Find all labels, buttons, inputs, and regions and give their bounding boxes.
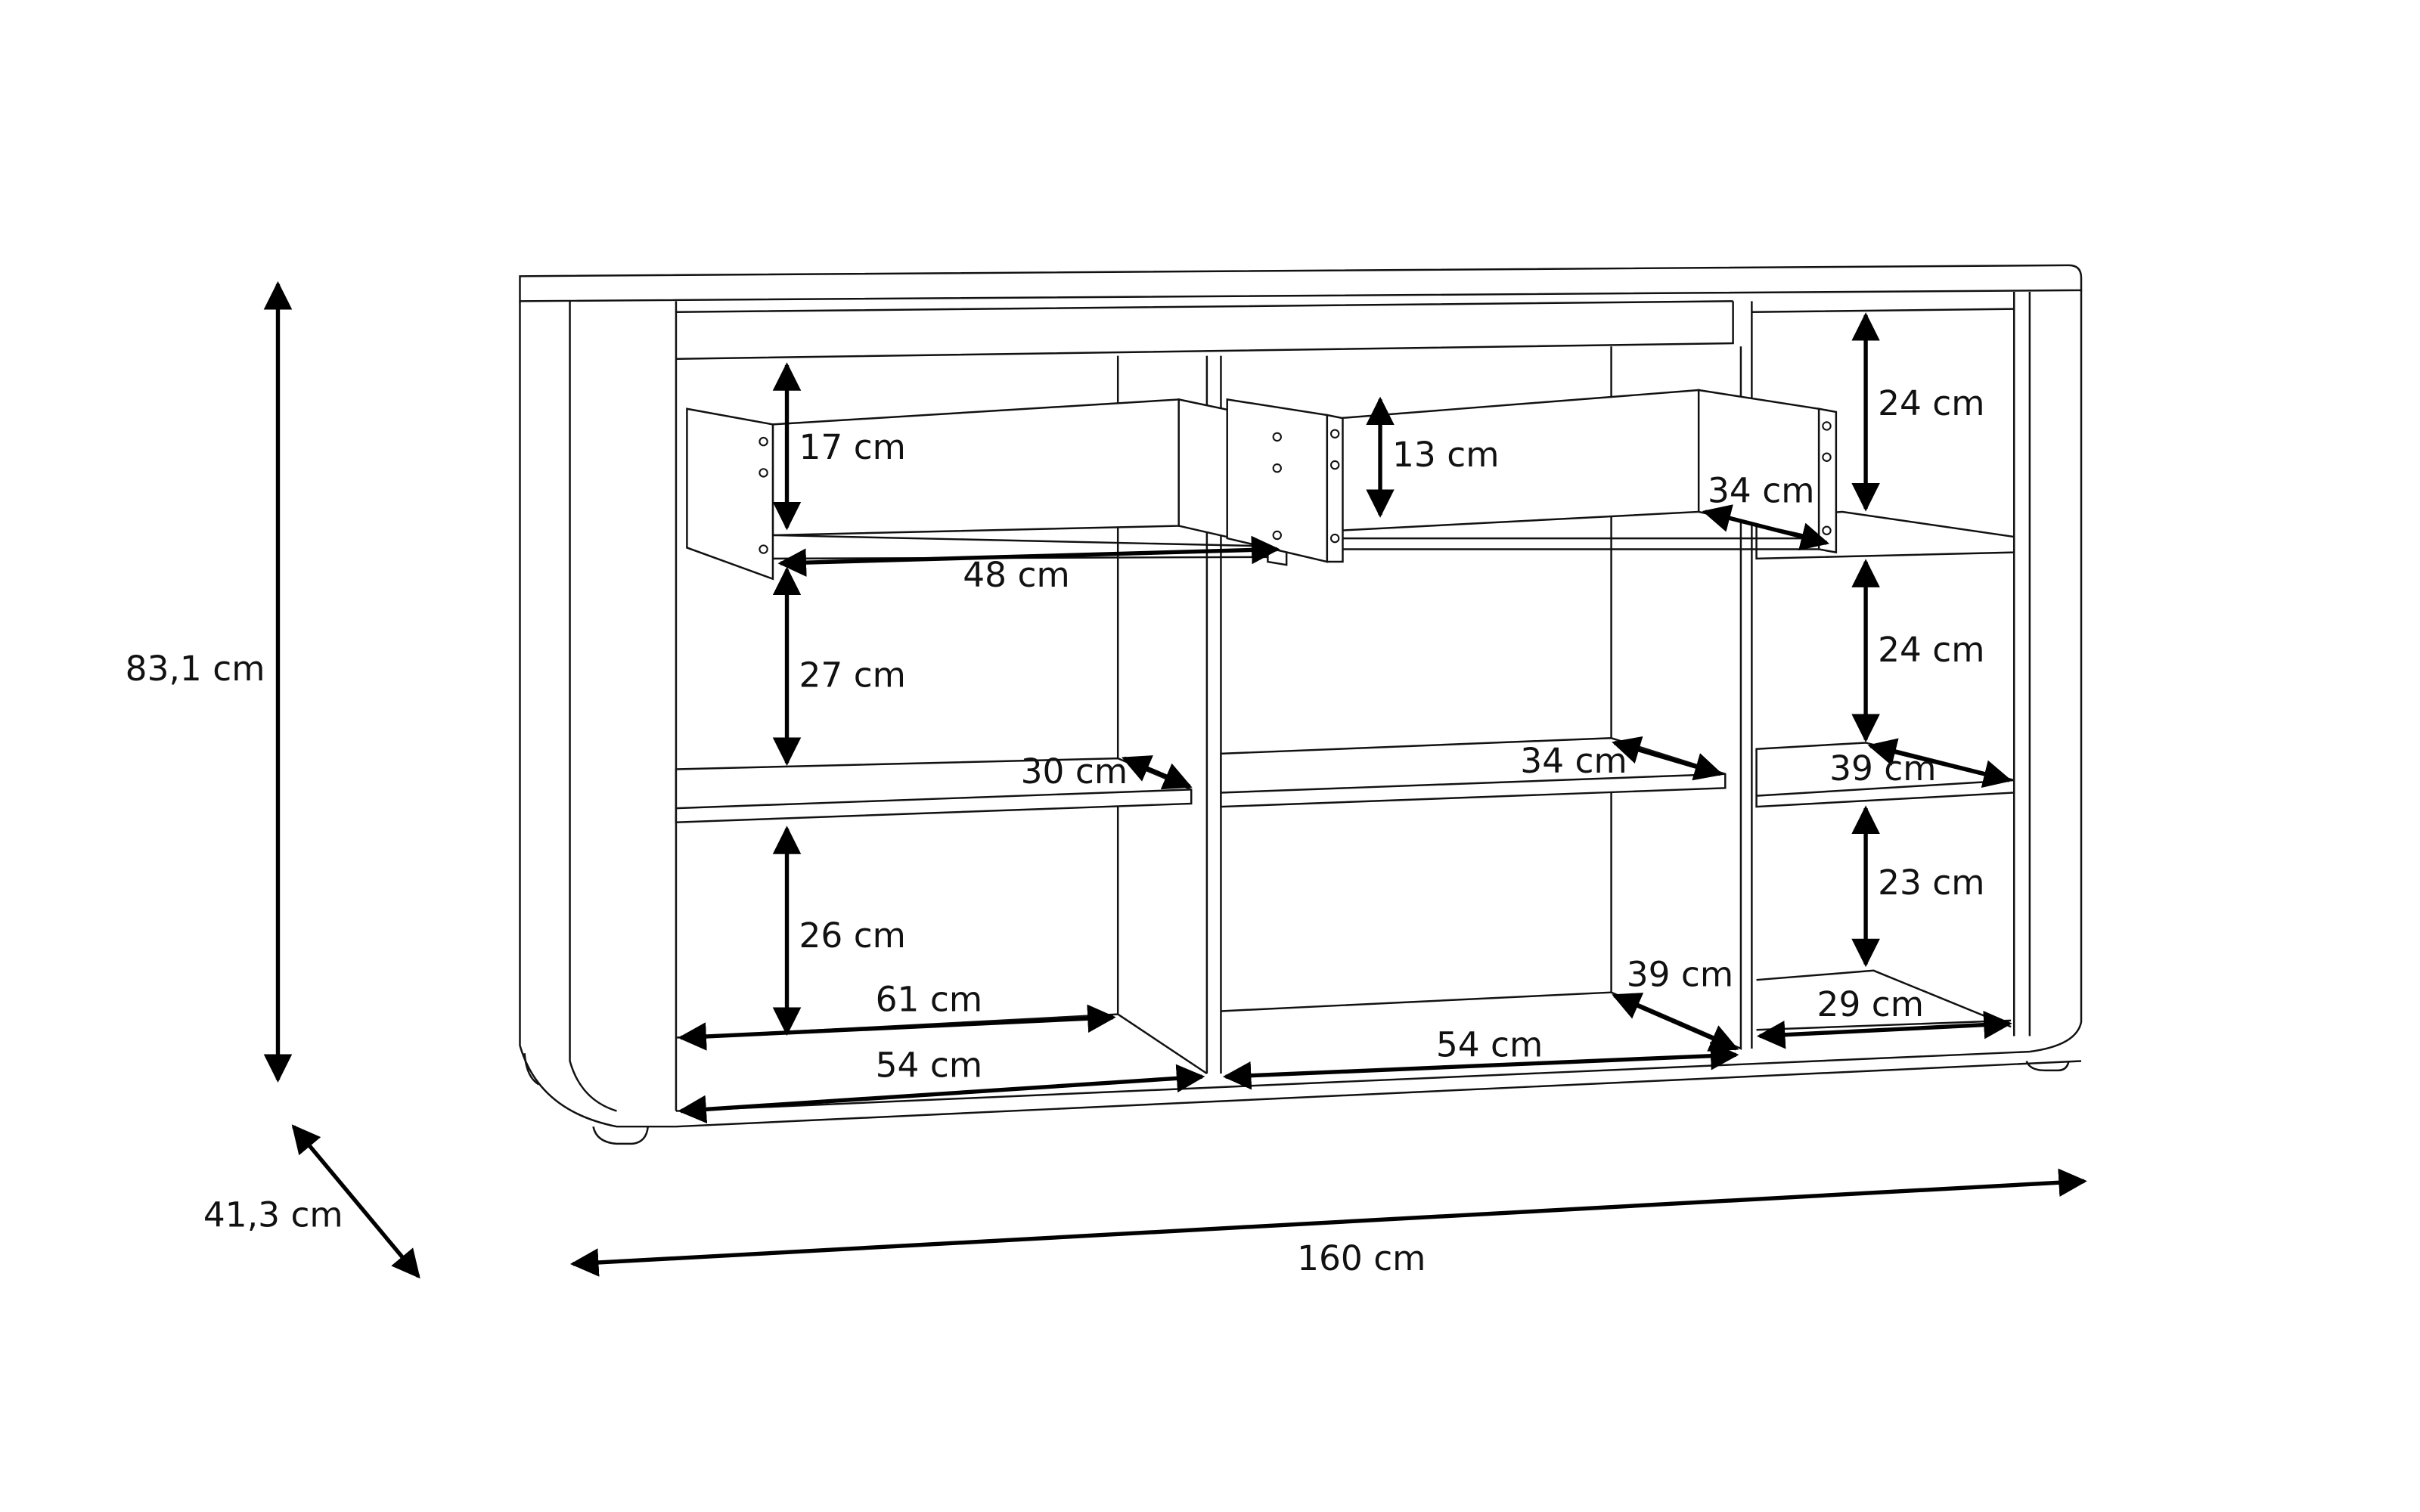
label-drawer-left-height: 17 cm [799, 427, 906, 467]
label-left-middle-height: 27 cm [799, 655, 906, 695]
arrow-left-bottom-width [678, 1064, 1205, 1124]
label-right-shelf-depth: 39 cm [1829, 748, 1936, 789]
label-left-bottom-width: 54 cm [876, 1045, 982, 1085]
label-center-bottom-width: 54 cm [1436, 1024, 1543, 1064]
label-right-bottom-width: 29 cm [1817, 984, 1924, 1024]
label-height: 83,1 cm [126, 649, 265, 689]
arrow-right-bottom-width [1756, 1010, 2012, 1049]
label-drawer-right-depth: 34 cm [1708, 471, 1814, 511]
dimension-labels: 83,1 cm 41,3 cm 160 cm 17 cm 48 cm 13 cm 34 cm… [126, 383, 1985, 1278]
arrow-drawer-right-depth [1702, 504, 1830, 551]
label-depth: 41,3 cm [203, 1194, 343, 1235]
label-drawer-left-width: 48 cm [963, 555, 1069, 595]
arrow-left-shelf-depth [1121, 755, 1193, 790]
label-width: 160 cm [1297, 1238, 1426, 1278]
arrow-width [569, 1168, 2087, 1277]
label-right-bottom-height: 23 cm [1878, 863, 1984, 903]
label-center-bottom-depth: 39 cm [1627, 955, 1733, 995]
label-left-shelf-depth: 30 cm [1021, 751, 1128, 792]
arrow-left-inner-width [678, 1004, 1116, 1051]
arrow-drawer-left-width [777, 535, 1280, 577]
label-drawer-right-height: 13 cm [1392, 435, 1499, 475]
label-left-bottom-height: 26 cm [799, 916, 906, 956]
arrow-right-shelf-depth [1867, 738, 2012, 789]
label-left-inner-width: 61 cm [876, 980, 982, 1020]
label-right-middle-height: 24 cm [1878, 630, 1984, 670]
dimension-arrows [263, 280, 2087, 1279]
arrow-center-bottom-width [1222, 1041, 1739, 1090]
label-right-top-height: 24 cm [1878, 383, 1984, 423]
arrow-center-shelf-depth [1612, 736, 1723, 781]
label-center-shelf-depth: 34 cm [1520, 741, 1627, 781]
arrow-center-bottom-depth [1612, 993, 1739, 1052]
arrow-depth [291, 1124, 420, 1279]
